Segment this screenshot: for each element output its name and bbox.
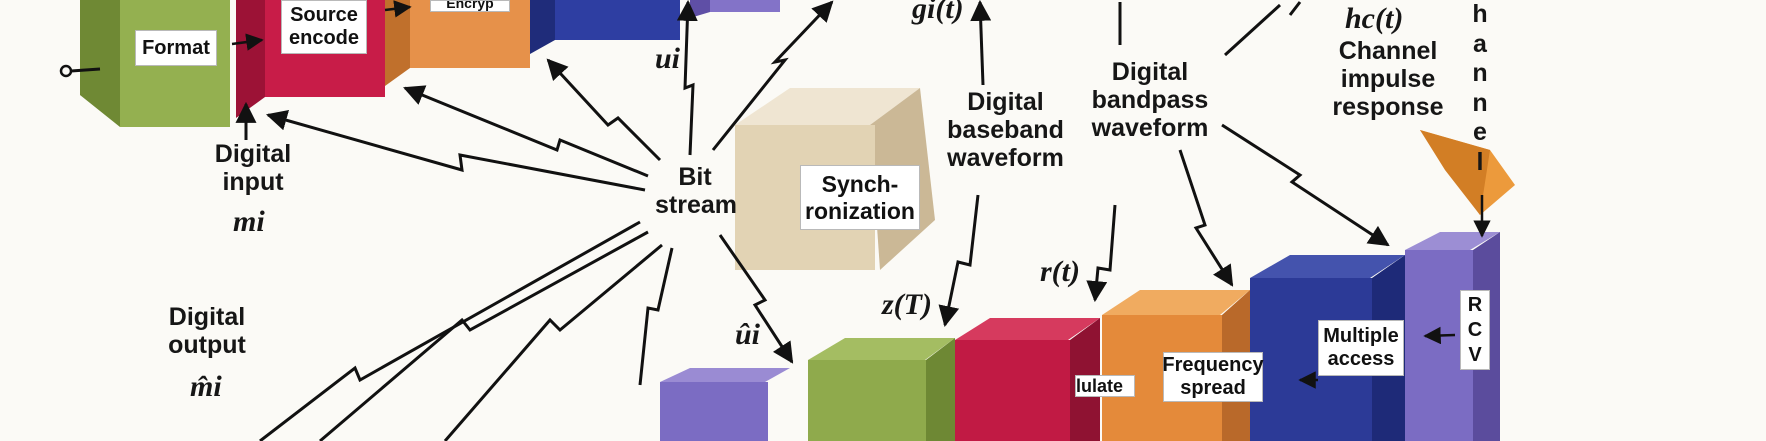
g-i-t-symbol: gi(t): [912, 0, 964, 25]
channel-letter: a: [1473, 29, 1487, 58]
digital-input-label: Digital input: [214, 140, 292, 196]
channel-letter: l: [1476, 147, 1484, 176]
bit-stream-label: Bit stream: [655, 163, 737, 219]
demodulate-label: lulate: [1075, 375, 1135, 397]
demultiplex-block: [660, 368, 790, 441]
channel-piece: [1420, 130, 1515, 215]
encrypt-block: [385, 0, 530, 86]
frequency-label: Frequency spread: [1162, 352, 1264, 402]
r-t-symbol: r(t): [1040, 255, 1080, 288]
demodulate-block: [955, 318, 1100, 441]
z-T-symbol: z(T): [882, 288, 932, 321]
frequency-block: [1102, 290, 1250, 441]
encrypt-label: Encryp: [430, 0, 510, 12]
channel-impulse-label: Channel impulse response: [1332, 37, 1444, 121]
rcv-letter-r: R: [1467, 293, 1483, 316]
source-encode-label: Source encode: [281, 0, 367, 54]
digital-baseband-label: Digital baseband waveform: [947, 88, 1064, 172]
digital-bandpass-label: Digital bandpass waveform: [1091, 58, 1209, 142]
channel-letter: n: [1472, 88, 1488, 117]
waveform-arrows: [235, 0, 1390, 328]
format-label: Format: [135, 30, 217, 66]
multiplex-block: [690, 0, 780, 18]
channel-letter: e: [1473, 118, 1487, 146]
rcv-label: R C V: [1460, 290, 1490, 370]
digital-output-label: Digital output: [168, 303, 246, 359]
channel-encode-block: [530, 0, 680, 54]
channel-letter: h: [1472, 0, 1488, 28]
detect-block: [808, 338, 955, 441]
channel-vertical-label: h a n n e l: [1462, 0, 1498, 177]
h-c-t-symbol: hc(t): [1345, 2, 1404, 35]
bit-stream-arrows: [259, 0, 834, 441]
synchronization-label: Synch- ronization: [800, 165, 920, 230]
rcv-letter-c: C: [1467, 318, 1483, 341]
input-connector: [59, 64, 101, 78]
u-hat-i-symbol: ûi: [735, 318, 761, 351]
m-hat-i-symbol: m̂i: [190, 370, 222, 403]
rcv-letter-v: V: [1468, 343, 1482, 366]
channel-letter: n: [1472, 59, 1488, 87]
m-i-symbol: mi: [233, 205, 265, 238]
u-i-symbol: ui: [655, 42, 681, 75]
multiple-access-label: Multiple access: [1318, 320, 1404, 376]
